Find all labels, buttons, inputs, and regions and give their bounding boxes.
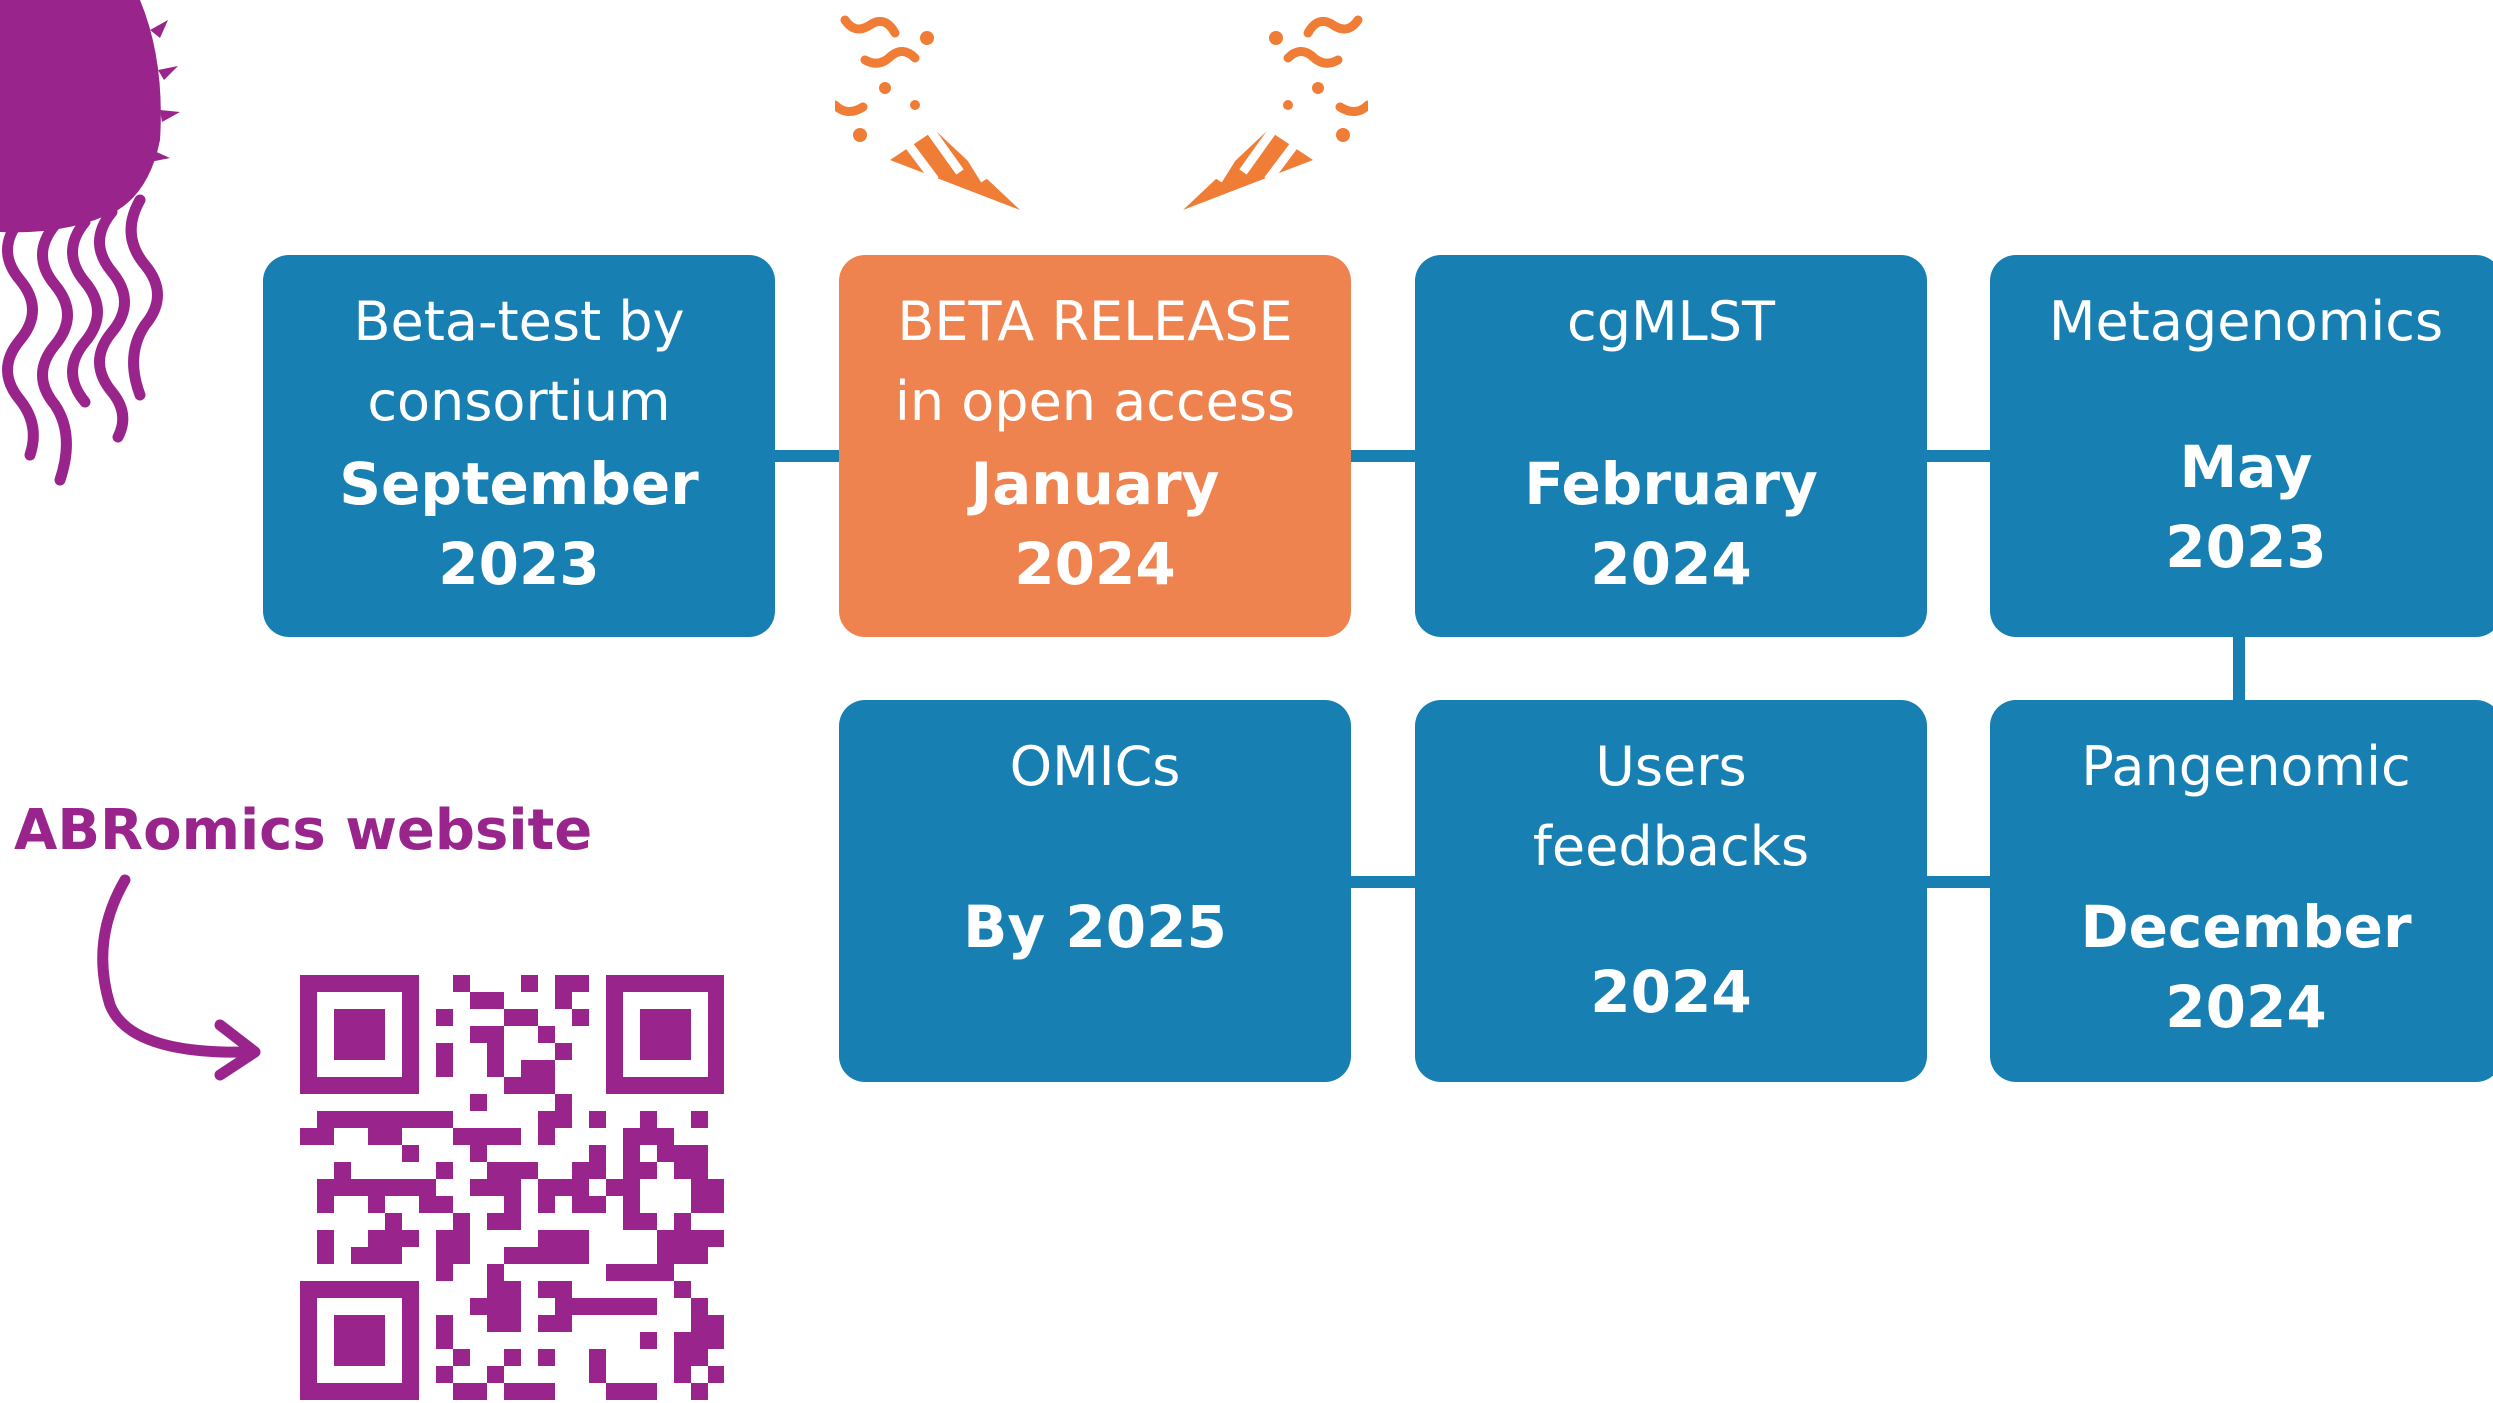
party-popper-icon (835, 15, 1020, 210)
milestone-title: Users (1595, 735, 1747, 798)
curved-arrow-icon (97, 874, 261, 1081)
milestone-date: January (970, 450, 1220, 518)
milestone-date: 2024 (1014, 530, 1176, 598)
connector-line (1920, 450, 1990, 462)
connector-line (1920, 876, 1990, 888)
milestone-title: BETA RELEASE (897, 290, 1293, 353)
milestone-date: May (2179, 433, 2313, 501)
milestone-date: September (339, 450, 699, 518)
milestone-metagenomics: Metagenomics May 2023 (1990, 255, 2493, 637)
milestone-date: By 2025 (963, 893, 1227, 961)
milestone-date: December (2080, 893, 2412, 961)
connector-line (1345, 450, 1415, 462)
milestone-omics: OMICs By 2025 (839, 700, 1351, 1082)
milestone-pangenomic: Pangenomic December 2024 (1990, 700, 2493, 1082)
milestone-date: 2023 (2165, 513, 2327, 581)
milestone-title: Metagenomics (2048, 290, 2444, 353)
connector-line (2233, 630, 2245, 710)
party-popper-icon (1183, 15, 1368, 210)
milestone-date: 2024 (1590, 958, 1752, 1026)
milestone-beta-release: BETA RELEASE in open access January 2024 (839, 255, 1351, 637)
milestone-title: in open access (894, 370, 1296, 433)
connector-line (770, 450, 840, 462)
milestone-title: feedbacks (1532, 815, 1810, 878)
website-label: ABRomics website (14, 798, 593, 863)
milestone-date: 2024 (1590, 530, 1752, 598)
milestone-date: 2024 (2165, 973, 2327, 1041)
milestone-date: 2023 (438, 530, 600, 598)
milestone-title: cgMLST (1567, 290, 1775, 353)
milestone-cgmlst: cgMLST February 2024 (1415, 255, 1927, 637)
milestone-title: consortium (367, 370, 671, 433)
milestone-date: February (1524, 450, 1818, 518)
milestone-title: Beta-test by (353, 290, 685, 353)
milestone-beta-test: Beta-test by consortium September 2023 (263, 255, 775, 637)
connector-line (1345, 876, 1415, 888)
milestone-users-feedbacks: Users feedbacks 2024 (1415, 700, 1927, 1082)
milestone-title: OMICs (1009, 735, 1181, 798)
qr-code[interactable] (300, 975, 724, 1403)
bacterium-icon (0, 0, 180, 486)
milestone-title: Pangenomic (2081, 735, 2411, 798)
